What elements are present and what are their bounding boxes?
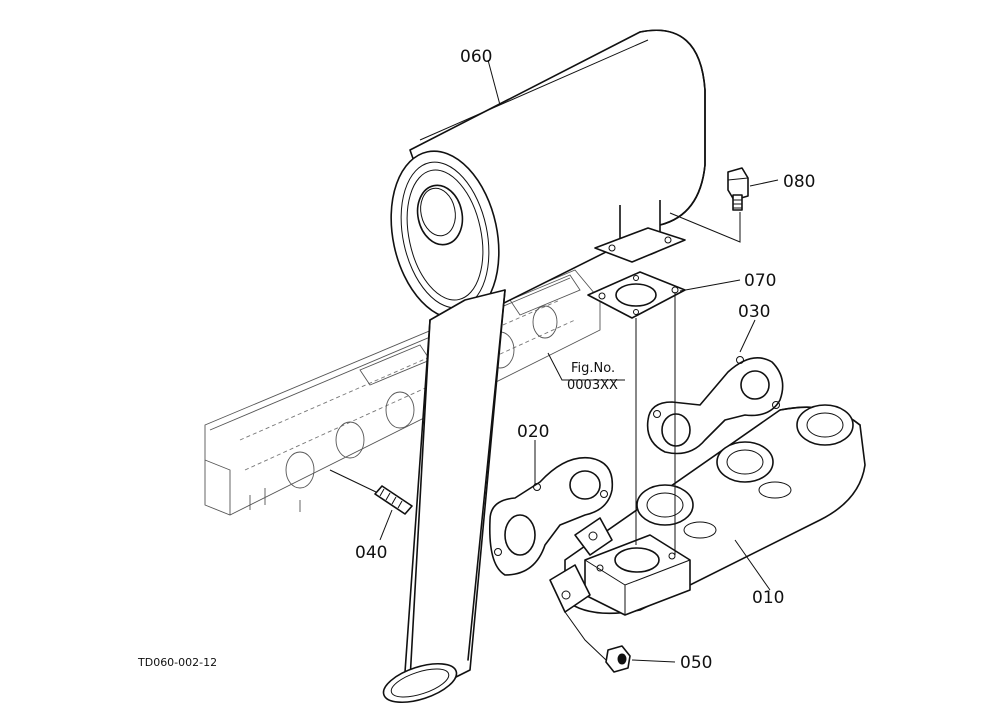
label-010: 010 xyxy=(752,588,784,608)
nut-050 xyxy=(605,645,631,673)
label-070: 070 xyxy=(744,271,776,291)
gasket-020 xyxy=(488,456,614,576)
engine-block-outline xyxy=(204,269,601,516)
label-040: 040 xyxy=(355,543,387,563)
part-labels: 060 080 070 030 020 040 010 050 xyxy=(355,47,815,673)
assembly-lines xyxy=(329,212,741,661)
label-030: 030 xyxy=(738,302,770,322)
stud-040 xyxy=(374,485,413,515)
label-050: 050 xyxy=(680,653,712,673)
gasket-070 xyxy=(587,271,686,319)
exhaust-manifold xyxy=(549,404,866,616)
callout-leaders xyxy=(379,59,779,663)
fig-reference-line1: Fig.No. xyxy=(571,361,615,376)
drawing-code: TD060-002-12 xyxy=(137,656,217,669)
muffler xyxy=(390,29,706,321)
label-020: 020 xyxy=(517,422,549,442)
bolt-080 xyxy=(727,167,749,211)
fig-reference-line2: 0003XX xyxy=(567,378,618,393)
fig-reference: Fig.No. 0003XX xyxy=(567,361,618,393)
label-080: 080 xyxy=(783,172,815,192)
label-060: 060 xyxy=(460,47,492,67)
tail-pipe xyxy=(382,289,506,704)
gasket-030 xyxy=(646,356,784,455)
